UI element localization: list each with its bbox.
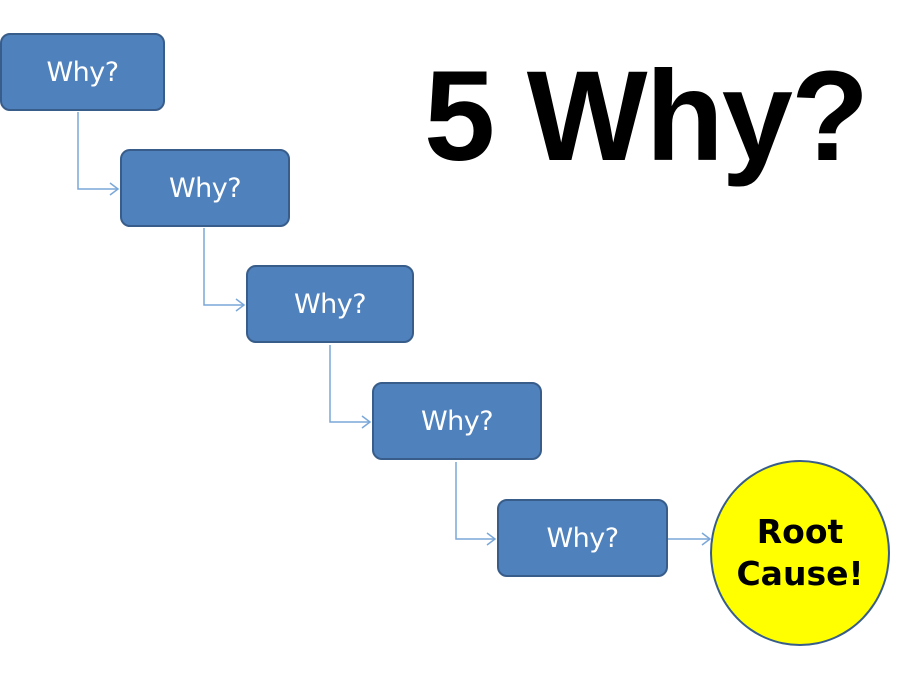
arrowhead-icon <box>235 298 246 312</box>
why-box-1: Why? <box>0 33 165 111</box>
why-box-label: Why? <box>293 288 367 320</box>
arrowhead-icon <box>361 415 372 429</box>
why-box-3: Why? <box>246 265 414 343</box>
why-box-2: Why? <box>120 149 290 227</box>
why-box-label: Why? <box>546 522 619 554</box>
root-cause-line-1: Root <box>756 512 844 551</box>
connector-3-4 <box>329 345 370 423</box>
connector-2-3 <box>203 228 244 306</box>
why-box-label: Why? <box>168 172 242 204</box>
connector-4-5 <box>455 462 495 540</box>
why-box-5: Why? <box>497 499 668 577</box>
root-cause-line-2: Cause! <box>736 554 864 593</box>
diagram-title: 5 Why? <box>424 45 869 188</box>
arrowhead-icon <box>486 532 497 546</box>
why-box-4: Why? <box>372 382 542 460</box>
why-box-label: Why? <box>46 56 119 88</box>
arrowhead-icon <box>109 182 120 196</box>
why-box-label: Why? <box>420 405 494 437</box>
connector-1-2 <box>77 112 118 190</box>
root-cause-ellipse: Root Cause! <box>710 460 890 646</box>
